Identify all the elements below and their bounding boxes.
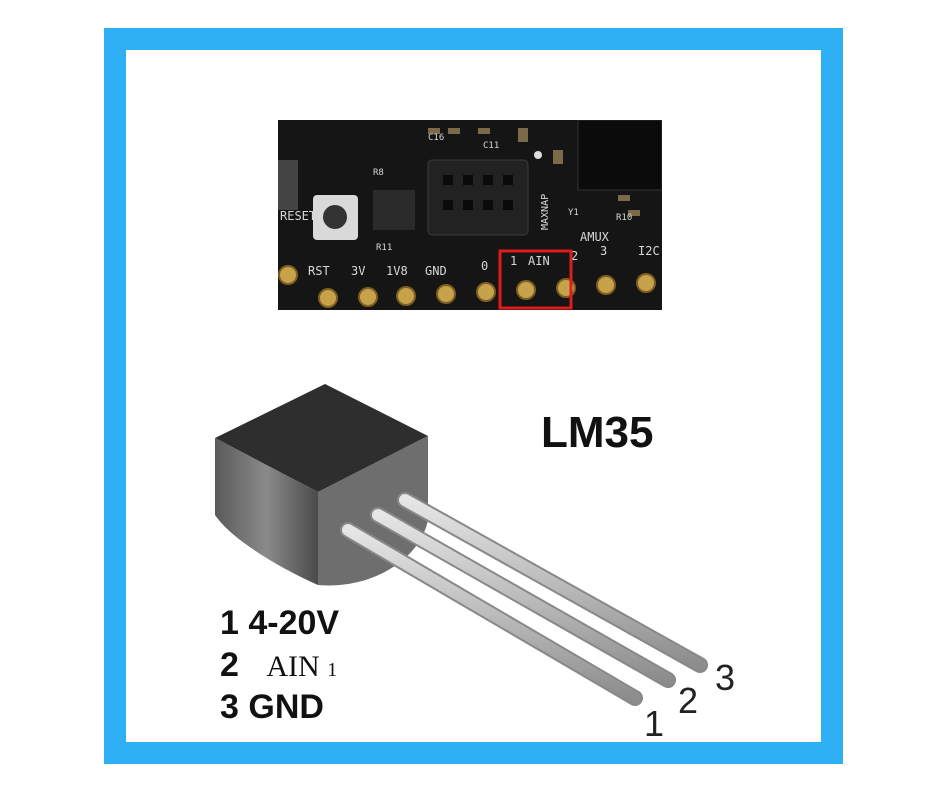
package-leads [348, 500, 700, 698]
legend-num: 2 [220, 646, 239, 684]
legend-sub: 1 [327, 659, 337, 681]
pin-label-1: 1 [644, 703, 664, 745]
pin-label-3: 3 [715, 657, 735, 699]
legend-num: 1 [220, 604, 239, 642]
legend-text: GND [248, 688, 324, 726]
legend-row-2: 2 AIN 1 [220, 646, 337, 685]
legend-row-1: 1 4-20V [220, 604, 339, 643]
legend-num: 3 [220, 688, 239, 726]
legend-text: 4-20V [248, 604, 339, 642]
legend-text: AIN [266, 650, 319, 683]
legend-row-3: 3 GND [220, 688, 324, 727]
chip-title: LM35 [541, 408, 653, 458]
pin-label-2: 2 [678, 680, 698, 722]
